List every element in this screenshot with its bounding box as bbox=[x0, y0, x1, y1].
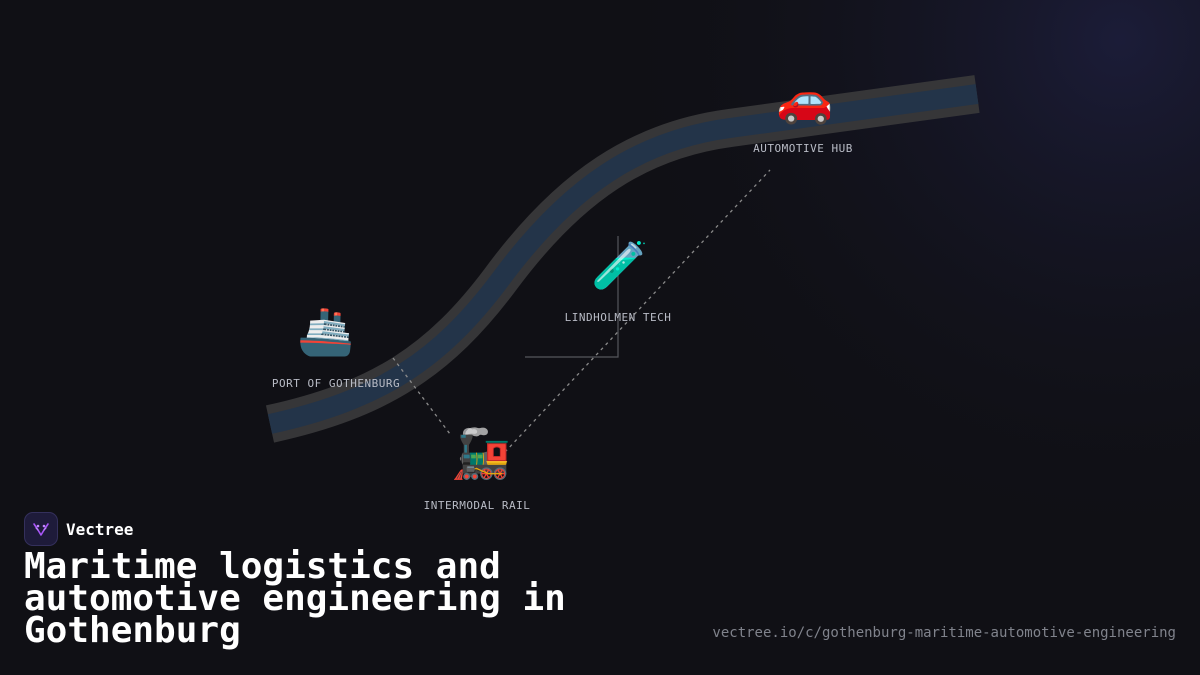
page-title: Maritime logistics and automotive engine… bbox=[24, 546, 566, 651]
connector-port-rail bbox=[392, 357, 451, 435]
auto-label: AUTOMOTIVE HUB bbox=[753, 142, 853, 155]
connector-tech-bracket bbox=[525, 236, 619, 358]
port-label: PORT OF GOTHENBURG bbox=[271, 377, 401, 390]
test-tube-icon: 🧪 bbox=[591, 238, 649, 292]
road-inner bbox=[267, 84, 979, 434]
rail-label: INTERMODAL RAIL bbox=[423, 499, 531, 512]
locomotive-icon: 🚂 bbox=[451, 426, 511, 482]
brand-name: Vectree bbox=[66, 519, 134, 539]
connector-rail-auto bbox=[504, 169, 771, 453]
page-url[interactable]: vectree.io/c/gothenburg-maritime-automot… bbox=[712, 625, 1176, 641]
brand: Vectree bbox=[24, 512, 133, 546]
car-icon: 🚗 bbox=[776, 72, 834, 126]
vectree-logo-icon bbox=[24, 512, 58, 546]
ship-icon: 🚢 bbox=[297, 304, 355, 358]
tech-label: LINDHOLMEN TECH bbox=[564, 311, 672, 324]
